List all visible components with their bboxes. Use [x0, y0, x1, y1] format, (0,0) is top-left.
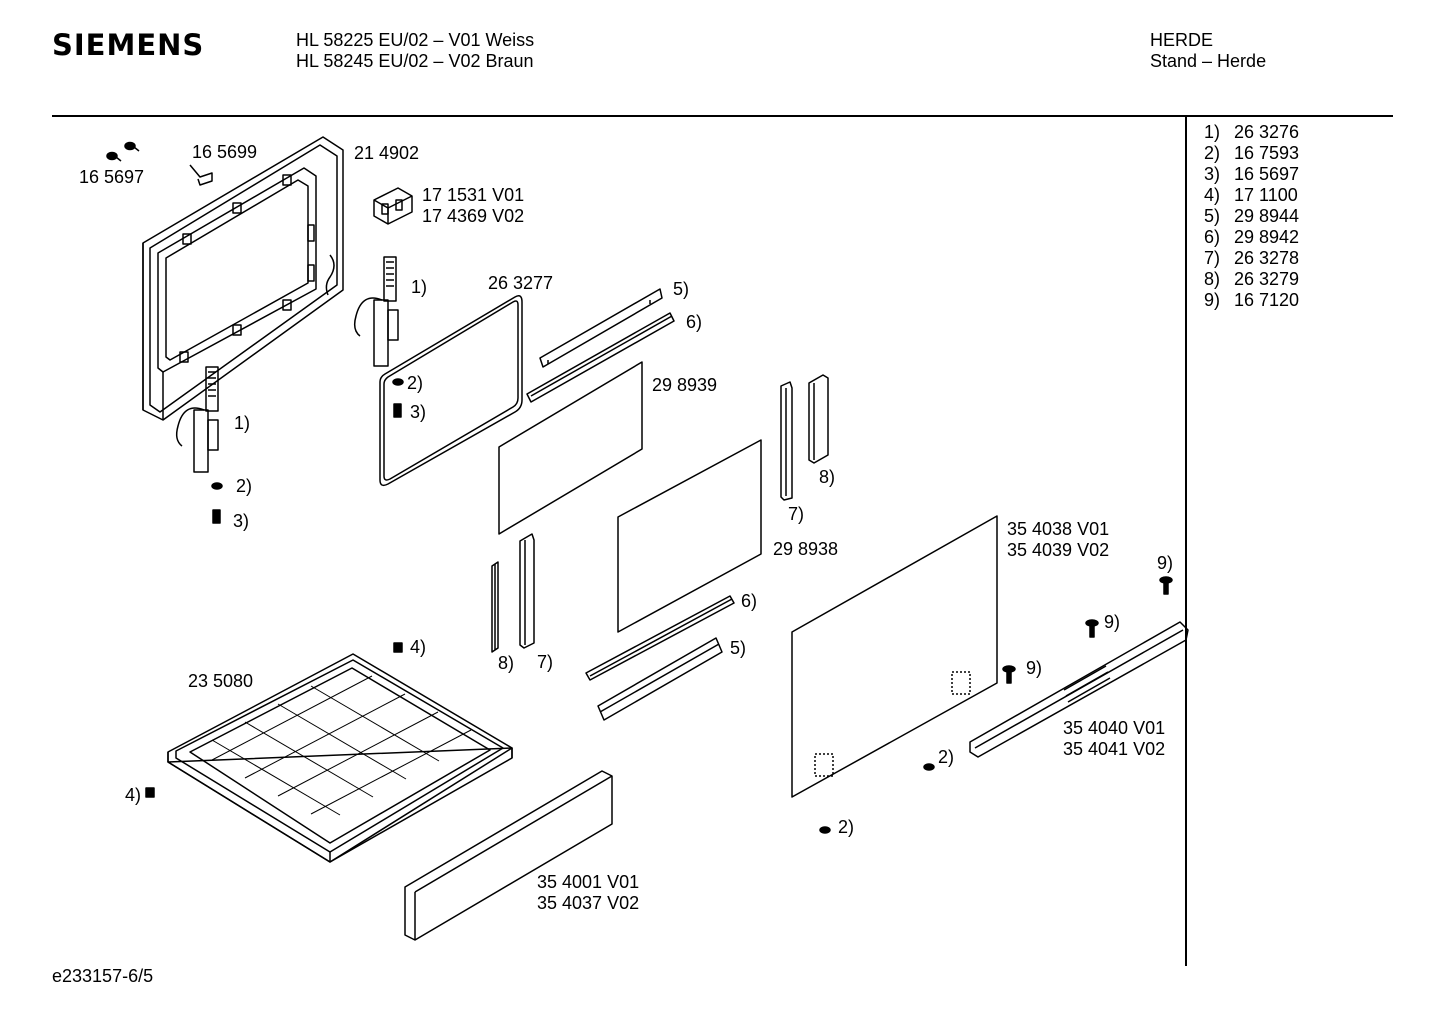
label-hinge-block-v02: 17 4369 V02	[422, 206, 525, 226]
label-seal: 26 3277	[488, 273, 554, 293]
label-ref-9-c: 9)	[1026, 658, 1043, 678]
small-parts-drawing	[211, 378, 935, 834]
parts-list-item: 8)26 3279	[1204, 269, 1300, 289]
label-drawer-front-v01: 35 4001 V01	[537, 872, 640, 892]
label-door-frame: 21 4902	[354, 143, 420, 163]
parts-list-item: 9)16 7120	[1204, 290, 1300, 310]
handle-screws-drawing	[1002, 576, 1173, 684]
label-drawer-front-v02: 35 4037 V02	[537, 893, 640, 913]
parts-list-item: 7)26 3278	[1204, 248, 1300, 268]
model-info: HL 58225 EU/02 – V01 Weiss HL 58245 EU/0…	[296, 30, 534, 72]
label-handle-v02: 35 4041 V02	[1063, 739, 1166, 759]
label-ref-4-left: 4)	[125, 785, 142, 805]
label-clip: 16 5699	[192, 142, 258, 162]
hinge-block-drawing	[373, 187, 413, 225]
glass-profiles-middle-drawing	[491, 533, 535, 653]
label-screw: 16 5697	[79, 167, 145, 187]
parts-list-item: 2)16 7593	[1204, 143, 1300, 163]
parts-list-item: 4)17 1100	[1204, 185, 1298, 205]
label-ref-9-b: 9)	[1104, 612, 1121, 632]
label-ref-8-middle: 8)	[498, 653, 515, 673]
model-line-1: HL 58225 EU/02 – V01 Weiss	[296, 30, 535, 50]
label-drawer: 23 5080	[188, 671, 254, 691]
category-info: HERDE Stand – Herde	[1150, 30, 1266, 72]
hinge-middle-drawing	[353, 256, 399, 367]
label-ref-1-middle: 1)	[411, 277, 428, 297]
label-ref-2-left: 2)	[236, 476, 253, 496]
label-ref-2-middle: 2)	[407, 373, 424, 393]
glass-strips-top-drawing	[526, 288, 675, 403]
label-handle-v01: 35 4040 V01	[1063, 718, 1166, 738]
screws-drawing	[106, 141, 140, 162]
door-seal-drawing	[379, 295, 523, 487]
label-outer-panel-v01: 35 4038 V01	[1007, 519, 1110, 539]
middle-glass-drawing	[617, 439, 762, 633]
drawer-front-drawing	[404, 770, 613, 941]
clip-drawing	[189, 164, 213, 186]
label-outer-panel-v02: 35 4039 V02	[1007, 540, 1110, 560]
brand-logo: SIEMENS	[52, 28, 205, 62]
door-frame-drawing	[142, 136, 344, 421]
parts-list-item: 3)16 5697	[1204, 164, 1300, 184]
label-ref-7-middle: 7)	[537, 652, 554, 672]
hinge-left-drawing	[175, 366, 219, 473]
glass-strips-bottom-drawing	[585, 595, 735, 721]
model-line-2: HL 58245 EU/02 – V02 Braun	[296, 51, 534, 71]
label-ref-7-right: 7)	[788, 504, 805, 524]
label-ref-4-top: 4)	[410, 637, 427, 657]
label-ref-6-bottom: 6)	[741, 591, 758, 611]
drawer-fasteners-drawing	[145, 642, 403, 798]
label-ref-5-top: 5)	[673, 279, 690, 299]
storage-drawer-drawing	[167, 653, 513, 863]
label-hinge-block-v01: 17 1531 V01	[422, 185, 525, 205]
label-ref-9-a: 9)	[1157, 553, 1174, 573]
label-ref-8-right: 8)	[819, 467, 836, 487]
label-ref-6-top: 6)	[686, 312, 703, 332]
parts-list: 1)26 3276 2)16 7593 3)16 5697 4)17 1100 …	[1204, 122, 1299, 311]
parts-list-item: 6)29 8942	[1204, 227, 1300, 247]
parts-list-item: 5)29 8944	[1204, 206, 1300, 226]
inner-glass-drawing	[498, 361, 643, 535]
label-ref-3-left: 3)	[233, 511, 250, 531]
label-ref-1-left: 1)	[234, 413, 251, 433]
door-handle-drawing	[969, 621, 1189, 758]
label-ref-5-bottom: 5)	[730, 638, 747, 658]
label-middle-glass: 29 8938	[773, 539, 839, 559]
label-ref-3-middle: 3)	[410, 402, 427, 422]
glass-profiles-right-drawing	[780, 374, 829, 501]
category: HERDE	[1150, 30, 1214, 50]
label-ref-2-panel: 2)	[938, 747, 955, 767]
subcategory: Stand – Herde	[1150, 51, 1267, 71]
label-inner-glass: 29 8939	[652, 375, 718, 395]
outer-door-panel-drawing	[791, 515, 998, 798]
parts-list-item: 1)26 3276	[1204, 122, 1300, 142]
document-id: e233157-6/5	[52, 966, 154, 986]
label-ref-2-bottom: 2)	[838, 817, 855, 837]
